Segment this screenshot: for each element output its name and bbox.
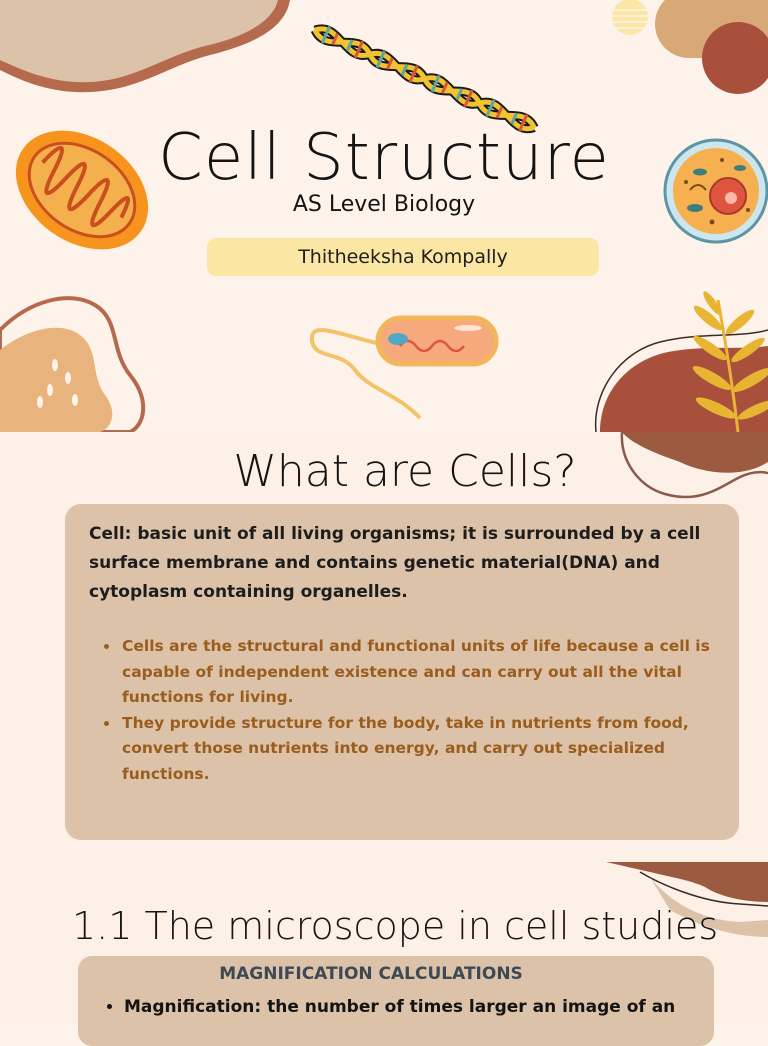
author-badge: Thitheeksha Kompally	[207, 238, 599, 276]
cell-definition: Cell: basic unit of all living organisms…	[89, 524, 701, 602]
dna-helix-icon	[310, 24, 539, 134]
top-right-blob-shape	[620, 432, 768, 499]
mitochondrion-icon	[15, 130, 149, 250]
leaf-icon	[692, 291, 768, 432]
list-item: Cells are the structural and functional …	[120, 634, 744, 711]
cells-info-card	[65, 504, 739, 840]
list-item: They provide structure for the body, tak…	[120, 711, 744, 788]
magnification-heading: MAGNIFICATION CALCULATIONS	[219, 964, 523, 984]
animal-cell-icon	[663, 138, 768, 244]
section-heading-cells: What are Cells?	[233, 446, 577, 497]
cover-decorations	[0, 0, 768, 432]
page-subtitle: AS Level Biology	[292, 192, 476, 217]
section-heading-microscope: 1.1 The microscope in cell studies	[72, 904, 719, 948]
bacterium-icon	[309, 315, 499, 420]
top-right-circle-shape	[702, 22, 768, 94]
dotted-circle-shape	[612, 0, 648, 35]
page-title: Cell Structure	[158, 121, 610, 195]
magnification-bullet-list: Magnification: the number of times large…	[104, 997, 764, 1017]
bottom-left-blob-shape	[0, 296, 146, 432]
top-left-blob-shape	[0, 0, 290, 93]
mid-right-blob-shape	[606, 862, 768, 937]
author-name: Thitheeksha Kompally	[298, 246, 508, 268]
list-item: Magnification: the number of times large…	[124, 997, 764, 1017]
content-decorations	[606, 432, 768, 937]
cells-bullet-list: Cells are the structural and functional …	[100, 634, 744, 787]
cover-page: Cell Structure AS Level Biology Thitheek…	[0, 0, 768, 432]
